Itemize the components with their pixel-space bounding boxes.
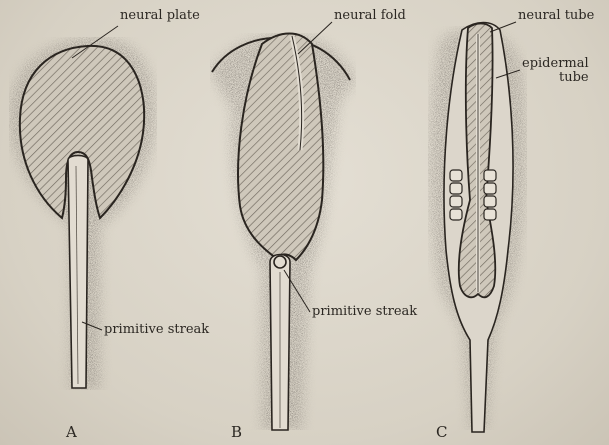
panel-b-drawing: [210, 34, 356, 431]
label-primitive-streak-a: primitive streak: [104, 323, 209, 337]
panel-letter-c: C: [436, 424, 447, 440]
label-epidermal-line2: tube: [522, 71, 589, 85]
panel-c-drawing: [429, 23, 526, 433]
label-epidermal-tube: epidermal tube: [522, 57, 589, 85]
label-epidermal-line1: epidermal: [522, 57, 589, 71]
label-neural-tube: neural tube: [518, 9, 594, 23]
panel-a-drawing: [10, 38, 156, 390]
panel-letter-a: A: [66, 424, 77, 440]
label-neural-plate: neural plate: [120, 9, 200, 23]
label-neural-fold: neural fold: [334, 9, 406, 23]
label-primitive-streak-b: primitive streak: [312, 305, 417, 319]
panel-letter-b: B: [231, 424, 242, 440]
